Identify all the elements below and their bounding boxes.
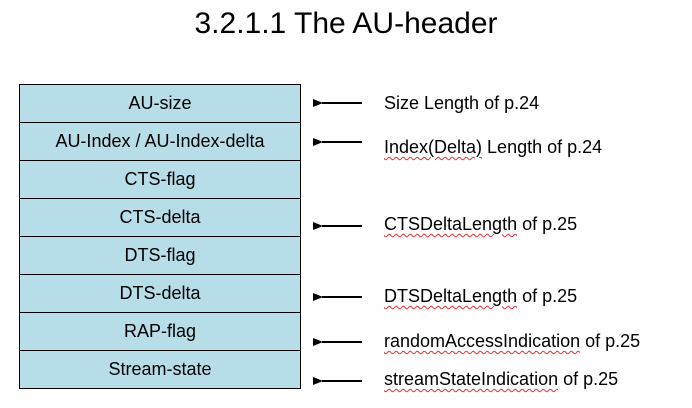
field-rap-flag: RAP-flag	[20, 313, 300, 351]
slide-title: 3.2.1.1 The AU-header	[194, 7, 498, 40]
note-suffix: of p.24	[479, 93, 540, 113]
note-cts-delta-length: CTSDeltaLength of p.25	[384, 213, 577, 235]
note-dts-delta-length: DTSDeltaLength of p.25	[384, 285, 577, 307]
field-au-size: AU-size	[20, 85, 300, 123]
note-stream-state-indication: streamStateIndication of p.25	[384, 368, 618, 390]
note-term: randomAccessIndication	[384, 331, 581, 351]
field-dts-flag: DTS-flag	[20, 237, 300, 275]
field-dts-delta: DTS-delta	[20, 275, 300, 313]
note-suffix: of p.25	[558, 369, 619, 389]
note-suffix: Length of p.24	[482, 137, 603, 157]
field-au-index: AU-Index / AU-Index-delta	[20, 123, 300, 161]
field-cts-delta: CTS-delta	[20, 199, 300, 237]
note-size-length: Size Length of p.24	[384, 92, 539, 114]
note-term: CTSDeltaLength	[384, 214, 518, 234]
note-suffix: of p.25	[580, 331, 641, 351]
au-header-structure: AU-size AU-Index / AU-Index-delta CTS-fl…	[19, 84, 301, 389]
note-random-access-indication: randomAccessIndication of p.25	[384, 330, 640, 352]
note-term: Index(Delta)	[384, 137, 483, 157]
note-term: DTSDeltaLength	[384, 286, 518, 306]
note-index-delta-length: Index(Delta) Length of p.24	[384, 136, 602, 158]
note-suffix: of p.25	[517, 214, 578, 234]
note-suffix: of p.25	[517, 286, 578, 306]
note-term: Size Length	[384, 93, 480, 113]
note-term: streamStateIndication	[384, 369, 559, 389]
field-cts-flag: CTS-flag	[20, 161, 300, 199]
field-stream-state: Stream-state	[20, 351, 300, 389]
